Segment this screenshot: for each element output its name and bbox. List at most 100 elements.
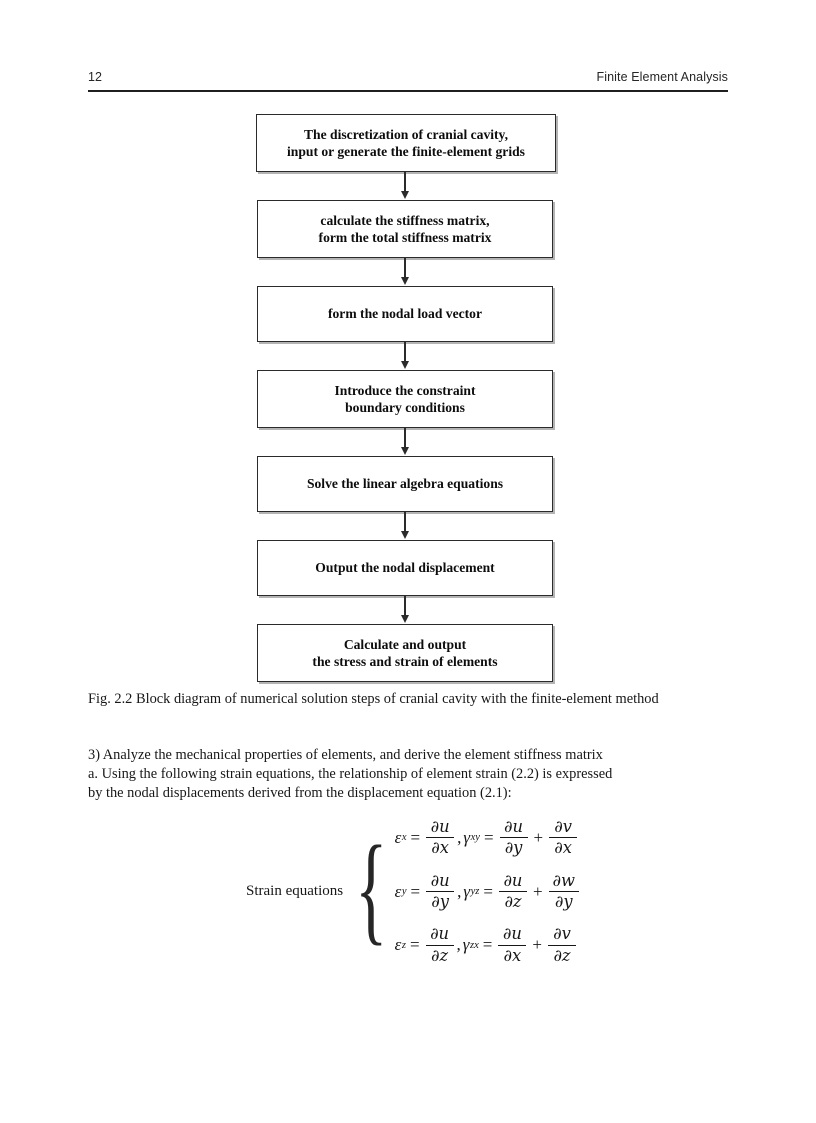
fraction-term-2: ∂v ∂x <box>549 817 578 858</box>
flow-box-output-displacement: Output the nodal displacement <box>257 540 553 596</box>
equals-sign: = <box>409 935 420 955</box>
arrow-stem <box>404 512 406 533</box>
flow-box-discretization: The discretization of cranial cavity, in… <box>256 114 556 172</box>
gamma-subscript: xy <box>470 832 480 844</box>
arrow-stem <box>404 596 406 617</box>
body-line: 3) Analyze the mechanical properties of … <box>88 747 603 763</box>
fraction-term-1: ∂u ∂y <box>499 817 528 858</box>
flow-box-line: form the total stiffness matrix <box>318 230 492 245</box>
flow-box-line: input or generate the finite-element gri… <box>287 144 525 159</box>
flow-box-line: The discretization of cranial cavity, <box>303 126 508 142</box>
flow-arrow <box>257 596 553 624</box>
fraction-denominator: ∂x <box>554 838 572 858</box>
gamma-symbol: γ <box>462 935 470 955</box>
flow-box-nodal-load-vector: form the nodal load vector <box>257 286 553 342</box>
flow-box-solve-equations: Solve the linear algebra equations <box>257 456 553 512</box>
arrow-head-icon <box>400 277 409 285</box>
flow-box-line: Output the nodal displacement <box>315 560 495 576</box>
flow-box-line: Solve the linear algebra equations <box>306 476 504 492</box>
left-brace: { <box>355 821 388 956</box>
equals-sign: = <box>483 881 493 901</box>
flow-box-line: the stress and strain of elements <box>312 654 498 669</box>
header-divider <box>88 90 728 92</box>
gamma-symbol: γ <box>463 881 471 901</box>
flow-box-line: form the nodal load vector <box>327 306 483 322</box>
fraction-numerator: ∂u <box>504 817 523 836</box>
arrow-head-icon <box>400 361 409 369</box>
flow-box-line: calculate the stiffness matrix, <box>320 212 490 228</box>
fraction-numerator: ∂u <box>430 817 450 836</box>
fraction-du-dy: ∂u ∂y <box>426 870 455 912</box>
strain-equations-label: Strain equations <box>246 883 344 900</box>
page-header: 12 Finite Element Analysis <box>88 70 728 84</box>
fraction-numerator: ∂u <box>430 924 450 944</box>
arrow-head-icon <box>400 447 409 455</box>
body-line: by the nodal displacements derived from … <box>88 785 512 802</box>
fraction-term-1: ∂u ∂z <box>498 871 527 912</box>
equals-sign: = <box>483 827 494 847</box>
fraction-numerator: ∂v <box>554 817 572 836</box>
fraction-denominator: ∂y <box>554 892 573 912</box>
fraction-du-dz: ∂u ∂z <box>425 924 454 965</box>
fraction-bar <box>426 837 455 839</box>
fraction-term-1: ∂u ∂x <box>498 924 527 965</box>
fraction-bar <box>549 837 578 839</box>
arrow-stem <box>404 258 406 279</box>
gamma-subscript: zx <box>470 939 479 951</box>
arrow-head-icon <box>400 531 409 539</box>
flow-arrow <box>257 172 553 200</box>
arrow-stem <box>404 342 406 363</box>
fraction-numerator: ∂u <box>502 924 522 944</box>
flow-box-boundary-conditions: Introduce the constraint boundary condit… <box>257 370 553 428</box>
flow-box-stiffness-matrix: calculate the stiffness matrix, form the… <box>257 200 553 258</box>
fraction-denominator: ∂y <box>504 838 523 858</box>
epsilon-subscript: z <box>401 939 406 951</box>
fraction-bar <box>498 890 527 893</box>
fraction-numerator: ∂u <box>430 870 450 890</box>
arrow-stem <box>404 172 406 193</box>
flow-box-line: Introduce the constraint <box>334 382 476 398</box>
fraction-bar <box>547 944 576 946</box>
fraction-bar <box>499 837 528 839</box>
flow-box-line: Calculate and output <box>343 636 467 652</box>
fraction-bar <box>548 890 579 893</box>
arrow-head-icon <box>400 191 409 199</box>
epsilon-symbol: ε <box>394 827 402 847</box>
gamma-symbol: γ <box>463 827 471 847</box>
equals-sign: = <box>410 881 421 901</box>
comma: , <box>456 935 461 955</box>
fraction-numerator: ∂v <box>553 924 571 944</box>
fraction-du-dx: ∂u ∂x <box>426 817 455 858</box>
arrow-head-icon <box>400 615 409 623</box>
running-title: Finite Element Analysis <box>596 70 728 84</box>
fraction-bar <box>425 944 454 946</box>
figure-caption: Fig. 2.2 Block diagram of numerical solu… <box>88 691 659 707</box>
epsilon-symbol: ε <box>394 881 402 901</box>
fraction-denominator: ∂y <box>431 892 449 912</box>
fraction-denominator: ∂x <box>503 945 522 965</box>
fraction-term-2: ∂v ∂z <box>547 924 576 965</box>
fraction-bar <box>498 944 527 946</box>
gamma-subscript: yz <box>470 886 480 898</box>
plus-sign: + <box>532 935 542 955</box>
flow-box-stress-strain: Calculate and output the stress and stra… <box>257 624 553 682</box>
plus-sign: + <box>533 827 544 847</box>
fraction-denominator: ∂x <box>431 838 449 858</box>
flow-arrow <box>257 428 553 456</box>
flow-arrow <box>257 342 553 370</box>
fraction-term-2: ∂w ∂y <box>548 871 579 912</box>
flow-box-line: boundary conditions <box>345 400 465 415</box>
epsilon-symbol: ε <box>394 935 402 955</box>
epsilon-subscript: x <box>401 832 407 844</box>
arrow-stem <box>404 428 406 449</box>
fraction-denominator: ∂z <box>553 945 571 965</box>
flowchart: The discretization of cranial cavity, in… <box>256 114 558 682</box>
fraction-denominator: ∂z <box>431 945 449 965</box>
fraction-bar <box>426 890 455 893</box>
body-paragraph: 3) Analyze the mechanical properties of … <box>88 746 722 803</box>
